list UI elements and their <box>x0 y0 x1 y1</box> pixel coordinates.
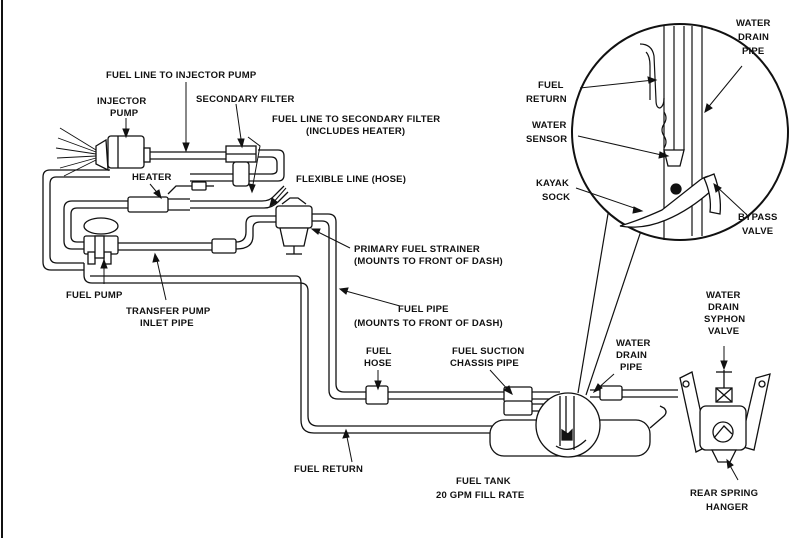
water-sensor-icon <box>663 149 685 167</box>
label-secondary-filter: SECONDARY FILTER <box>196 94 295 105</box>
label-fuel-pipe-mount: (MOUNTS TO FRONT OF DASH) <box>354 318 503 329</box>
label-fuel-line-to-secondary-filter: FUEL LINE TO SECONDARY FILTER <box>272 114 440 125</box>
label-rear-spring-hanger-2: HANGER <box>706 502 748 513</box>
label-water-drain-top-3: PIPE <box>742 46 764 57</box>
label-water-sensor-2: SENSOR <box>526 134 567 145</box>
detail-magnifier-circle <box>571 23 789 241</box>
heater-line <box>190 185 285 202</box>
label-water-drain-top-1: WATER <box>736 18 771 29</box>
label-rear-spring-hanger-1: REAR SPRING <box>690 488 758 499</box>
return-fitting-icon <box>503 400 533 416</box>
label-fuel-return-bottom: FUEL RETURN <box>294 464 363 475</box>
label-fuel-return-top-2: RETURN <box>526 94 567 105</box>
fuel-return-pipe <box>83 263 504 427</box>
sender-unit-icon <box>555 396 587 451</box>
label-fuel-line-to-injector-pump: FUEL LINE TO INJECTOR PUMP <box>106 70 257 81</box>
label-injector-pump: INJECTOR <box>97 96 146 107</box>
syphon-valve-icon <box>715 370 733 403</box>
tank-detail-circle <box>535 392 601 458</box>
label-inlet-pipe: INLET PIPE <box>140 318 194 329</box>
label-fuel-hose-2: HOSE <box>364 358 392 369</box>
fuel-pipe <box>312 213 366 393</box>
label-transfer-pump: TRANSFER PUMP <box>126 306 211 317</box>
label-fuel-suction: FUEL SUCTION <box>452 346 524 357</box>
label-fuel-hose: FUEL <box>366 346 392 357</box>
label-fill-rate: 20 GPM FILL RATE <box>436 490 524 501</box>
primary-fuel-strainer-icon <box>275 197 313 255</box>
label-water-drain-pipe-3: PIPE <box>620 362 642 373</box>
outer-return-loop <box>42 169 110 271</box>
label-syphon-valve-1: WATER <box>706 290 741 301</box>
label-bypass-valve-2: VALVE <box>742 226 773 237</box>
leader-lines <box>100 65 747 481</box>
label-water-drain-top-2: DRAIN <box>738 32 769 43</box>
label-water-sensor-1: WATER <box>532 120 567 131</box>
label-strainer-mount: (MOUNTS TO FRONT OF DASH) <box>354 256 503 267</box>
label-kayak-sock-2: SOCK <box>542 192 570 203</box>
label-fuel-tank: FUEL TANK <box>456 476 511 487</box>
fuel-pipes <box>42 149 678 434</box>
label-flexible-line: FLEXIBLE LINE (HOSE) <box>296 174 406 185</box>
label-injector-pump-2: PUMP <box>110 108 139 119</box>
fuel-suction-pipe <box>388 391 504 400</box>
flexible-hose-icon <box>211 238 237 254</box>
heater-icon <box>127 181 214 213</box>
label-syphon-valve-3: SYPHON <box>704 314 745 325</box>
label-syphon-valve-2: DRAIN <box>708 302 739 313</box>
bypass-valve-icon <box>703 173 722 215</box>
rear-spring-hanger-icon <box>679 371 771 463</box>
fuel-hose-icon <box>365 385 389 405</box>
label-fuel-return-top-1: FUEL <box>538 80 564 91</box>
label-syphon-valve-4: VALVE <box>708 326 739 337</box>
label-kayak-sock-1: KAYAK <box>536 178 569 189</box>
secondary-filter-icon <box>225 145 257 187</box>
label-chassis-pipe: CHASSIS PIPE <box>450 358 519 369</box>
label-water-drain-pipe-1: WATER <box>616 338 651 349</box>
label-includes-heater: (INCLUDES HEATER) <box>306 126 405 137</box>
label-primary-fuel-strainer: PRIMARY FUEL STRAINER <box>354 244 480 255</box>
injector-spray-icon <box>55 127 97 177</box>
label-fuel-pump: FUEL PUMP <box>66 290 123 301</box>
label-fuel-pipe: FUEL PIPE <box>398 304 449 315</box>
drain-fitting-icon <box>599 385 623 401</box>
injector-pump-icon <box>95 135 151 172</box>
label-water-drain-pipe-2: DRAIN <box>616 350 647 361</box>
label-heater: HEATER <box>132 172 172 183</box>
kayak-pivot-icon <box>670 183 682 195</box>
fuel-pump-icon <box>83 217 119 265</box>
callout-line-right <box>585 209 649 396</box>
callout-line-left <box>577 189 613 394</box>
injector-pump-line <box>146 151 232 160</box>
label-bypass-valve-1: BYPASS <box>738 212 778 223</box>
